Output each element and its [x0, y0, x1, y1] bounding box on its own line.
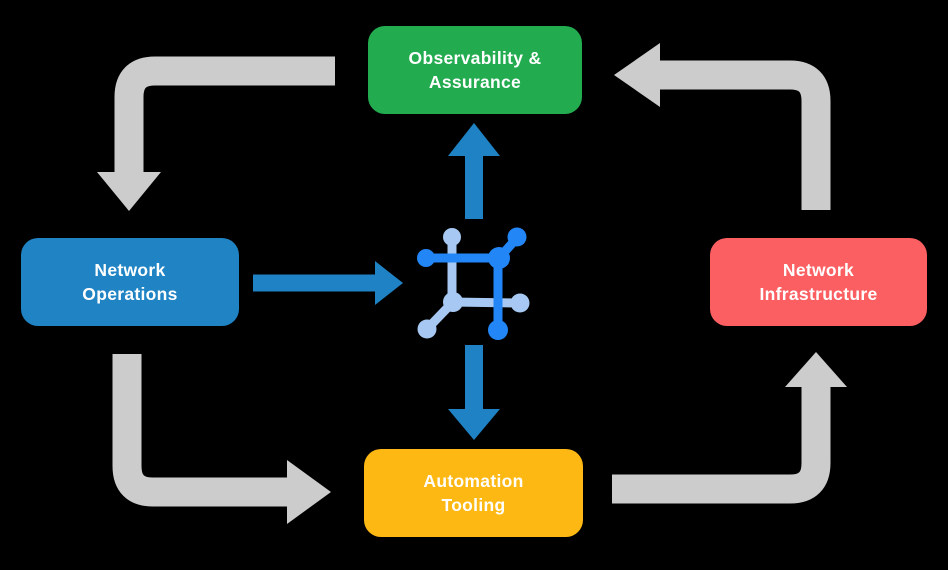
- node-observability-assurance: Observability & Assurance: [368, 26, 582, 114]
- curved-arrow-infrastructure-to-observability: [614, 43, 831, 210]
- network-mesh-icon: [417, 227, 530, 340]
- node-label-line: Network: [782, 260, 855, 280]
- node-label-line: Network: [94, 260, 166, 280]
- curved-arrow-automation-to-infrastructure: [612, 352, 847, 504]
- arrow-center-to-automation: [448, 345, 500, 440]
- node-label-line: Operations: [82, 284, 178, 304]
- node-label-line: Assurance: [428, 72, 522, 92]
- node-label-line: Automation: [423, 471, 524, 491]
- arrow-operations-to-center: [253, 261, 403, 305]
- curved-arrow-operations-to-automation: [112, 354, 331, 524]
- node-label-line: Tooling: [441, 495, 506, 515]
- node-network-infrastructure: Network Infrastructure: [710, 238, 927, 326]
- node-automation-tooling: Automation Tooling: [364, 449, 583, 537]
- node-label-line: Observability &: [408, 48, 542, 68]
- node-label-line: Infrastructure: [759, 284, 878, 304]
- curved-arrow-observability-to-operations: [97, 56, 335, 211]
- node-network-operations: Network Operations: [21, 238, 239, 326]
- arrow-center-to-observability: [448, 123, 500, 219]
